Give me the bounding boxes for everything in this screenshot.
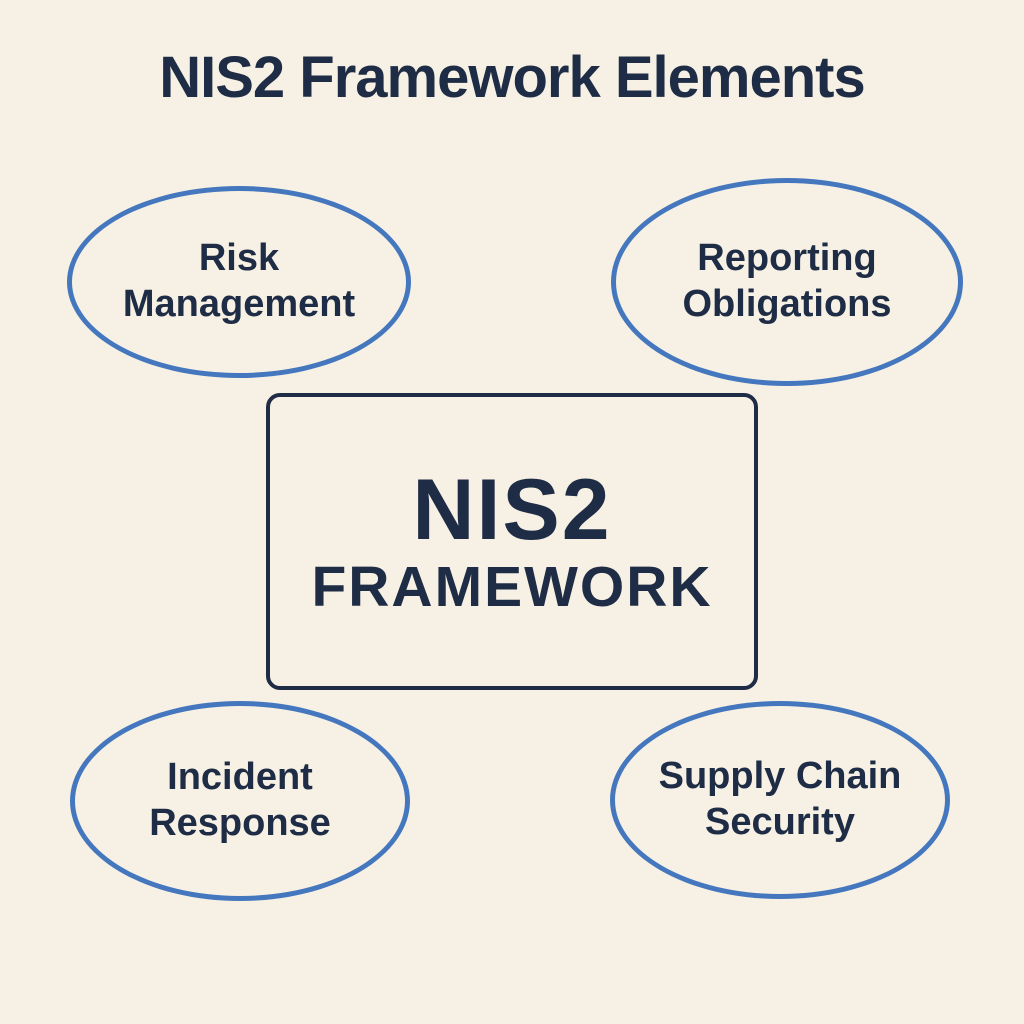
node-incident-response: Incident Response [70,701,410,901]
node-label-reporting-obligations: Reporting Obligations [682,237,892,325]
node-label-risk-management: Risk Management [122,237,356,325]
node-label-incident-response: Incident Response [149,756,331,844]
center-framework-box: NIS2 FRAMEWORK [266,393,758,690]
center-box-subtitle: FRAMEWORK [311,555,713,619]
node-supply-chain-security: Supply Chain Security [610,701,950,899]
center-box-title: NIS2 [412,462,612,558]
node-label-supply-chain-security: Supply Chain Security [658,755,902,843]
node-risk-management: Risk Management [67,186,411,378]
diagram-title: NIS2 Framework Elements [159,45,866,110]
node-reporting-obligations: Reporting Obligations [611,178,963,386]
